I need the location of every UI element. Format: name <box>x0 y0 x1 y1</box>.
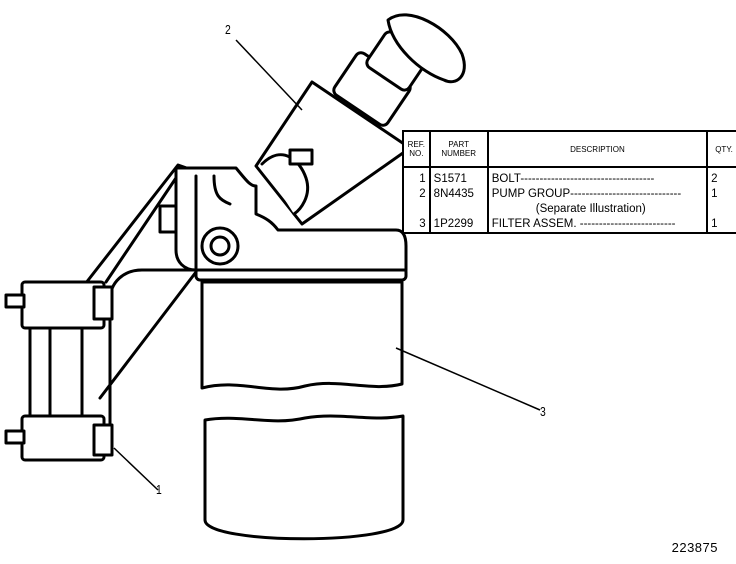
row-qty: 2 <box>706 167 736 187</box>
row-ref: 1 <box>402 167 431 187</box>
leader-lines <box>113 39 541 491</box>
row-part-number: S1571 <box>428 167 489 187</box>
callout-1: 1 <box>156 482 162 497</box>
row-ref: 3 <box>402 217 431 234</box>
row-part-number: 1P2299 <box>428 217 489 234</box>
callout-2: 2 <box>225 22 231 37</box>
pump-group <box>254 13 466 226</box>
row-description: PUMP GROUP----------------------------- (… <box>486 187 709 217</box>
row-part-number: 8N4435 <box>428 187 489 217</box>
row-description: FILTER ASSEM. ------------------------- <box>486 217 709 234</box>
row-qty: 1 <box>706 187 736 217</box>
header-ref-no: REF. NO. <box>402 130 431 168</box>
table-row: 3 1P2299 FILTER ASSEM. -----------------… <box>402 217 736 234</box>
row-ref: 2 <box>402 187 431 217</box>
callout-3: 3 <box>540 404 546 419</box>
filter-head <box>174 166 408 272</box>
parts-table: REF. NO. PART NUMBER DESCRIPTION QTY. 1 … <box>402 130 736 234</box>
header-part-number: PART NUMBER <box>428 130 489 168</box>
table-row: 1 S1571 BOLT----------------------------… <box>402 167 736 187</box>
filter-canister <box>194 266 408 541</box>
figure-number: 223875 <box>671 540 718 555</box>
row-description-text: BOLT----------------------------------- <box>491 173 655 185</box>
table-row: 2 8N4435 PUMP GROUP---------------------… <box>402 187 736 217</box>
header-description: DESCRIPTION <box>486 130 709 168</box>
row-description: BOLT----------------------------------- <box>486 167 709 187</box>
header-qty: QTY. <box>706 130 736 168</box>
row-qty: 1 <box>706 217 736 234</box>
row-description-text: FILTER ASSEM. ------------------------- <box>491 218 676 230</box>
mounting-bracket <box>4 163 200 462</box>
row-description-note: (Separate Illustration) <box>535 203 646 215</box>
row-description-text: PUMP GROUP----------------------------- <box>491 188 682 200</box>
parts-table-header: REF. NO. PART NUMBER DESCRIPTION QTY. <box>402 130 736 168</box>
